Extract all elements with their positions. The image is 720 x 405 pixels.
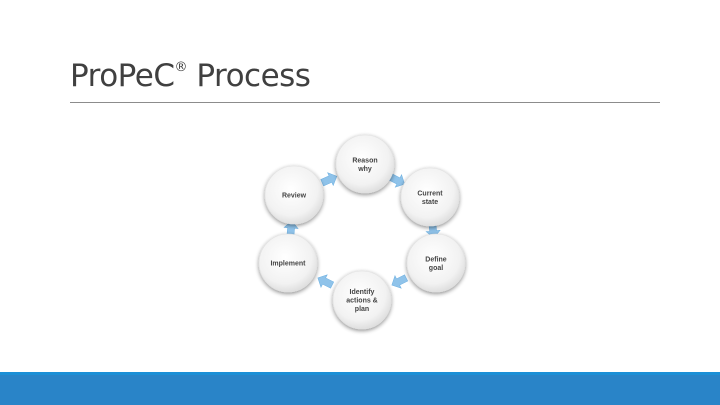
node-label: Current: [417, 190, 443, 197]
node-label: actions &: [346, 298, 378, 305]
node-implement: Implement: [258, 233, 318, 293]
cycle-arrow-icon: [391, 274, 409, 289]
node-label: Define: [425, 256, 447, 263]
node-current-state: Current state: [400, 167, 460, 227]
node-label: why: [357, 166, 372, 173]
cycle-arrow-icon: [317, 274, 335, 289]
accent-stripe: [0, 372, 720, 375]
node-label: Implement: [270, 261, 306, 268]
node-review: Review: [264, 165, 324, 225]
node-circle: [406, 233, 466, 293]
title-text: ProPeC: [70, 58, 175, 94]
cycle-arrow-icon: [320, 172, 338, 187]
registered-mark: ®: [174, 59, 188, 75]
node-circle: [258, 233, 318, 293]
slide-title: ProPeC® Process: [70, 58, 311, 94]
cycle-arrow-icon: [388, 173, 405, 188]
footer-band: [0, 375, 720, 405]
node-reason-why: Reason why: [335, 134, 395, 194]
title-divider: [70, 102, 660, 103]
node-circle: [264, 165, 324, 225]
node-circle: [400, 167, 460, 227]
node-label: Identify: [350, 289, 375, 296]
node-label: plan: [355, 306, 369, 313]
title-rest: Process: [187, 58, 311, 94]
node-label: goal: [429, 265, 443, 272]
node-define-goal: Define goal: [406, 233, 466, 293]
node-label: Review: [282, 193, 307, 200]
node-circle: [335, 134, 395, 194]
node-circle: [332, 270, 392, 330]
node-label: state: [422, 199, 438, 206]
node-label: Reason: [352, 157, 377, 164]
node-identify-actions-plan: Identify actions &plan: [332, 270, 392, 330]
